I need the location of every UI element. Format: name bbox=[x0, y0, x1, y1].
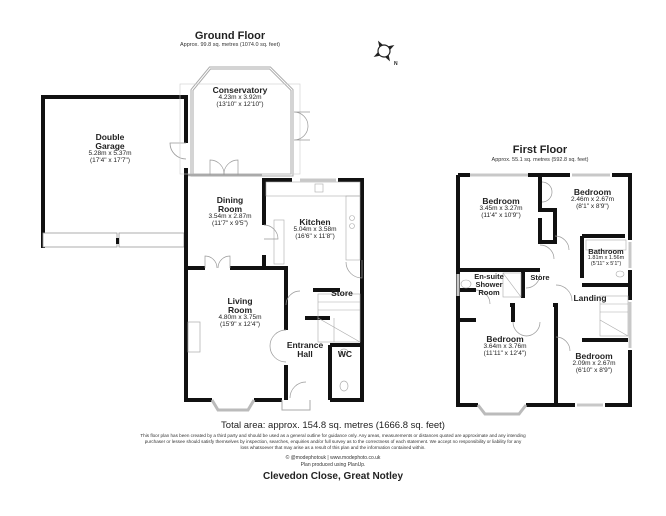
room-name: Bedroom bbox=[486, 334, 524, 344]
room-metric: 3.54m x 2.87m bbox=[208, 212, 252, 220]
room-landing: Landing bbox=[570, 294, 610, 303]
room-imperial: (5'11" x 5'1") bbox=[590, 260, 622, 267]
room-imperial: (15'9" x 12'4") bbox=[220, 320, 260, 328]
room-metric: 5.28m x 5.37m bbox=[88, 149, 132, 157]
garage-walls bbox=[41, 95, 188, 270]
room-double-garage: Double Garage 5.28m x 5.37m (17'4" x 17'… bbox=[70, 133, 150, 164]
room-entrance-hall: Entrance Hall bbox=[284, 341, 326, 359]
room-imperial: (16'6" x 11'8") bbox=[295, 232, 335, 240]
disclaimer-line-2: purchaser or lessee should satisfy thems… bbox=[144, 438, 522, 444]
room-name: Living Room bbox=[227, 296, 253, 315]
property-address: Clevedon Close, Great Notley bbox=[262, 471, 404, 482]
room-imperial: (11'4" x 10'9") bbox=[481, 211, 521, 219]
room-metric: 3.64m x 3.76m bbox=[483, 342, 527, 350]
first-floor-walls bbox=[456, 173, 632, 407]
room-name: Entrance Hall bbox=[286, 340, 324, 359]
room-name: Bathroom bbox=[588, 247, 624, 256]
room-store: Store bbox=[325, 289, 359, 298]
room-name: Dining Room bbox=[216, 195, 244, 214]
room-metric: 3.45m x 3.27m bbox=[479, 204, 523, 212]
ground-floor-title: Ground Floor bbox=[194, 30, 266, 42]
credits: © @modephotouk | www.modephoto.co.uk Pla… bbox=[233, 455, 433, 468]
credit-line-1: © @modephotouk | www.modephoto.co.uk bbox=[285, 455, 381, 461]
room-name: WC bbox=[337, 349, 353, 359]
room-imperial: (8'1" x 8'9") bbox=[576, 202, 609, 210]
room-metric: 2.46m x 2.67m bbox=[571, 195, 614, 203]
first-floor-title: First Floor bbox=[512, 144, 568, 156]
room-metric: 2.09m x 2.67m bbox=[572, 359, 616, 367]
compass-north-label: N bbox=[394, 61, 398, 67]
room-kitchen: Kitchen 5.04m x 3.58m (16'6" x 11'8") bbox=[280, 218, 350, 241]
room-name: Kitchen bbox=[299, 217, 331, 227]
room-dining-room: Dining Room 3.54m x 2.87m (11'7" x 9'5") bbox=[195, 196, 265, 227]
room-bedroom-2: Bedroom 2.46m x 2.67m (8'1" x 8'9") bbox=[560, 188, 625, 211]
room-metric: 1.81m x 1.56m bbox=[587, 254, 625, 261]
room-metric: 4.23m x 3.92m bbox=[218, 93, 262, 101]
room-imperial: (13'10" x 12'10") bbox=[216, 100, 264, 108]
room-bedroom-1: Bedroom 3.45m x 3.27m (11'4" x 10'9") bbox=[466, 197, 536, 220]
room-name: Bedroom bbox=[573, 187, 612, 197]
conservatory-walls bbox=[179, 66, 310, 177]
room-store-ff: Store bbox=[525, 274, 555, 282]
room-bedroom-4: Bedroom 2.09m x 2.67m (6'10" x 8'9") bbox=[560, 352, 628, 375]
credit-line-2: Plan produced using PlanUp. bbox=[300, 461, 366, 468]
room-name: En-suite Shower Room bbox=[474, 272, 504, 297]
room-name: Bedroom bbox=[575, 351, 613, 361]
room-imperial: (17'4" x 17'7") bbox=[90, 156, 130, 164]
ground-house-walls bbox=[184, 175, 364, 402]
room-name: Bedroom bbox=[482, 196, 520, 206]
room-bathroom: Bathroom 1.81m x 1.56m (5'11" x 5'1") bbox=[584, 248, 628, 267]
room-imperial: (6'10" x 8'9") bbox=[575, 366, 613, 374]
room-name: Double Garage bbox=[95, 132, 125, 151]
room-imperial: (11'7" x 9'5") bbox=[212, 219, 248, 227]
disclaimer: This floor plan has been created by a th… bbox=[100, 433, 566, 451]
room-name: Landing bbox=[573, 293, 607, 303]
room-metric: 4.80m x 3.75m bbox=[218, 313, 262, 321]
first-floor-area: Approx. 55.1 sq. metres (592.8 sq. feet) bbox=[491, 157, 589, 163]
room-imperial: (11'11" x 12'4") bbox=[483, 349, 527, 357]
room-wc: WC bbox=[332, 350, 358, 359]
room-name: Store bbox=[331, 288, 353, 298]
room-name: Store bbox=[530, 273, 550, 282]
room-bedroom-3: Bedroom 3.64m x 3.76m (11'11" x 12'4") bbox=[470, 335, 540, 358]
room-ensuite: En-suite Shower Room bbox=[470, 273, 508, 297]
disclaimer-line-1: This floor plan has been created by a th… bbox=[140, 433, 526, 438]
room-living-room: Living Room 4.80m x 3.75m (15'9" x 12'4"… bbox=[205, 297, 275, 328]
room-metric: 5.04m x 3.58m bbox=[293, 225, 337, 233]
total-area: Total area: approx. 154.8 sq. metres (16… bbox=[221, 420, 445, 431]
disclaimer-line-3: loss whatsoever that may arise as a resu… bbox=[240, 444, 426, 450]
ground-floor-area: Approx. 99.8 sq. metres (1074.0 sq. feet… bbox=[180, 42, 280, 48]
room-conservatory: Conservatory 4.23m x 3.92m (13'10" x 12'… bbox=[185, 86, 295, 109]
room-name: Conservatory bbox=[212, 85, 268, 95]
compass-icon: N bbox=[368, 36, 402, 70]
